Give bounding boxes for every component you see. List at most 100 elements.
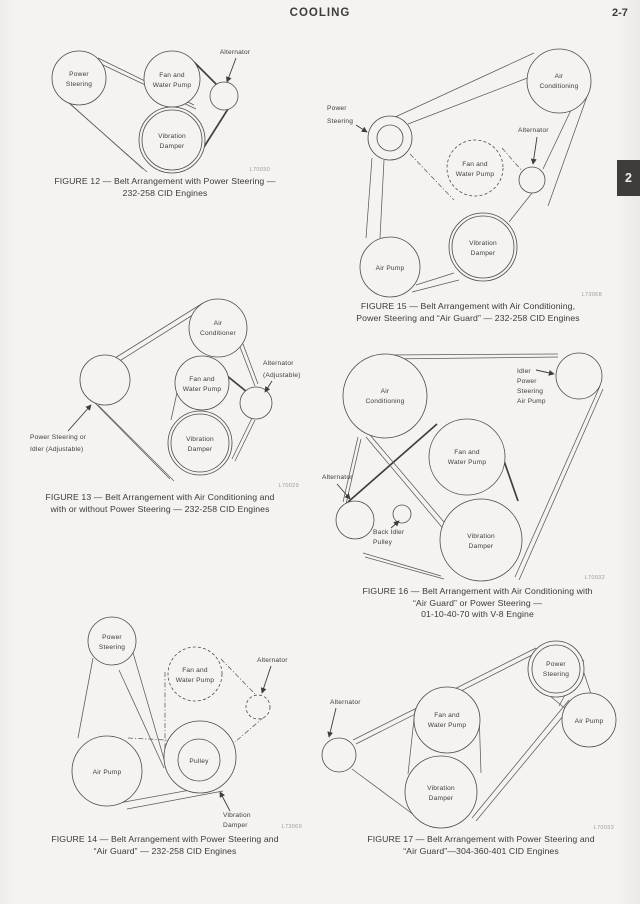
pulley-vibration-damper: Pulley bbox=[163, 720, 237, 794]
pulley-power-steering: Power Steering bbox=[527, 640, 585, 698]
svg-text:Conditioning: Conditioning bbox=[539, 83, 578, 90]
svg-text:Vibration: Vibration bbox=[469, 240, 497, 247]
svg-text:Damper: Damper bbox=[469, 543, 494, 550]
svg-text:Steering: Steering bbox=[327, 118, 353, 125]
svg-text:Idler (Adjustable): Idler (Adjustable) bbox=[30, 446, 83, 453]
back-idler-arrow bbox=[390, 520, 400, 529]
power-steering-idler-callout: Power Steering or Idler (Adjustable) bbox=[30, 404, 92, 453]
svg-text:Fan and: Fan and bbox=[182, 667, 208, 674]
pulley-fan-water-pump: Fan and Water Pump bbox=[413, 686, 481, 754]
photo-code: L73068 bbox=[582, 292, 602, 298]
photo-code: L70030 bbox=[250, 167, 270, 173]
svg-text:Power: Power bbox=[102, 634, 122, 641]
photo-code: L70029 bbox=[279, 483, 299, 489]
svg-text:Vibration: Vibration bbox=[223, 812, 251, 819]
svg-text:Damper: Damper bbox=[188, 446, 213, 453]
svg-text:Fan and: Fan and bbox=[159, 72, 185, 79]
svg-text:Fan and: Fan and bbox=[434, 712, 460, 719]
figure-15-diagram: Air Conditioning Fan and Water Pump Air … bbox=[327, 48, 602, 298]
svg-text:Back Idler: Back Idler bbox=[373, 529, 405, 536]
alternator-callout: Alternator (Adjustable) bbox=[263, 360, 301, 393]
svg-text:Air: Air bbox=[381, 388, 390, 395]
svg-text:Air Pump: Air Pump bbox=[376, 265, 405, 272]
svg-text:Alternator: Alternator bbox=[330, 699, 361, 706]
svg-text:Alternator: Alternator bbox=[257, 657, 288, 664]
page-title: COOLING bbox=[289, 7, 351, 19]
alternator-callout: Alternator bbox=[322, 474, 353, 500]
svg-text:Air Pump: Air Pump bbox=[93, 769, 122, 776]
pulley-power-steering: Power Steering bbox=[87, 616, 137, 666]
alternator-callout: Alternator bbox=[518, 127, 549, 165]
svg-text:Pulley: Pulley bbox=[189, 758, 209, 765]
idler-arrow bbox=[535, 369, 555, 376]
svg-text:Power Steering or: Power Steering or bbox=[30, 434, 87, 441]
pulley-idler-power-steering-air-pump bbox=[555, 352, 603, 400]
alternator-arrow bbox=[530, 136, 538, 165]
figure-12: Power Steering Fan and Water Pump Vibrat… bbox=[30, 42, 300, 200]
alternator-arrow bbox=[327, 707, 337, 738]
svg-text:Steering: Steering bbox=[543, 671, 569, 678]
photo-code: L70033 bbox=[594, 825, 614, 831]
figure-12-caption: FIGURE 12 — Belt Arrangement with Power … bbox=[54, 176, 276, 198]
pulley-air-pump: Air Pump bbox=[71, 735, 143, 807]
svg-text:Alternator: Alternator bbox=[518, 127, 549, 134]
figure-14-caption: FIGURE 14 — Belt Arrangement with Power … bbox=[51, 834, 279, 856]
section-tab: 2 bbox=[617, 160, 640, 196]
svg-text:Fan and: Fan and bbox=[189, 376, 215, 383]
svg-text:Pulley: Pulley bbox=[373, 539, 393, 546]
pulley-fan-water-pump: Fan and Water Pump bbox=[446, 139, 504, 197]
svg-text:Damper: Damper bbox=[160, 143, 185, 150]
figure-15-caption: FIGURE 15 — Belt Arrangement with Air Co… bbox=[356, 301, 580, 323]
pulley-back-idler bbox=[392, 504, 412, 524]
belt-lines bbox=[365, 52, 590, 293]
figure-13: Air Conditioner Fan and Water Pump Vibra… bbox=[10, 293, 310, 523]
pulley-air-conditioner: Air Conditioner bbox=[188, 298, 248, 358]
alternator-callout: Alternator bbox=[327, 699, 361, 738]
pulley-fan-water-pump: Fan and Water Pump bbox=[174, 355, 230, 411]
pulley-power-steering-idler bbox=[79, 354, 131, 406]
power-steering-arrow bbox=[355, 124, 368, 133]
alternator-arrow bbox=[336, 483, 351, 500]
figure-16-diagram: Air Conditioning Fan and Water Pump Vibr… bbox=[322, 352, 605, 582]
pulley-vibration-damper: Vibration Damper bbox=[404, 755, 478, 829]
power-steering-callout: Power Steering bbox=[327, 105, 368, 133]
alternator-arrow bbox=[264, 380, 273, 393]
pulley-air-conditioning: Air Conditioning bbox=[342, 353, 428, 439]
svg-text:Vibration: Vibration bbox=[427, 785, 455, 792]
svg-text:Vibration: Vibration bbox=[158, 133, 186, 140]
pulley-vibration-damper: Vibration Damper bbox=[138, 106, 206, 174]
pulley-fan-water-pump: Fan and Water Pump bbox=[167, 646, 223, 702]
pulley-power-steering: Power Steering bbox=[51, 50, 107, 106]
photo-code: L73069 bbox=[282, 824, 302, 830]
back-idler-callout: Back Idler Pulley bbox=[373, 520, 405, 546]
alternator-arrow bbox=[260, 665, 272, 694]
svg-text:Conditioner: Conditioner bbox=[200, 330, 237, 337]
pulley-fan-water-pump: Fan and Water Pump bbox=[143, 50, 201, 108]
power-steering-idler-arrow bbox=[67, 404, 92, 432]
svg-text:Water Pump: Water Pump bbox=[448, 459, 487, 466]
idler-callout: Idler Power Steering Air Pump bbox=[517, 368, 555, 405]
svg-text:(Adjustable): (Adjustable) bbox=[263, 372, 301, 379]
pulley-alternator bbox=[239, 386, 273, 420]
svg-text:Water Pump: Water Pump bbox=[153, 82, 192, 89]
figure-17-diagram: Fan and Water Pump Vibration Damper Powe… bbox=[321, 640, 617, 831]
figure-16-caption: FIGURE 16 — Belt Arrangement with Air Co… bbox=[362, 586, 593, 620]
belt-lines bbox=[77, 631, 265, 810]
pulley-alternator bbox=[518, 166, 546, 194]
belt-lines bbox=[93, 302, 259, 482]
belt-lines bbox=[342, 353, 604, 581]
svg-text:Power: Power bbox=[69, 71, 89, 78]
svg-text:Vibration: Vibration bbox=[186, 436, 214, 443]
svg-text:Steering: Steering bbox=[99, 644, 125, 651]
figure-14: Power Steering Fan and Water Pump Air Pu… bbox=[15, 616, 315, 863]
vibration-damper-arrow bbox=[219, 791, 231, 812]
photo-code: L70032 bbox=[585, 575, 605, 581]
svg-text:Fan and: Fan and bbox=[462, 161, 488, 168]
alternator-callout: Alternator bbox=[220, 49, 251, 83]
pulley-alternator bbox=[209, 81, 239, 111]
figure-12-diagram: Power Steering Fan and Water Pump Vibrat… bbox=[51, 49, 270, 174]
svg-text:Water Pump: Water Pump bbox=[176, 677, 215, 684]
svg-text:Water Pump: Water Pump bbox=[456, 171, 495, 178]
pulley-alternator bbox=[335, 500, 375, 540]
